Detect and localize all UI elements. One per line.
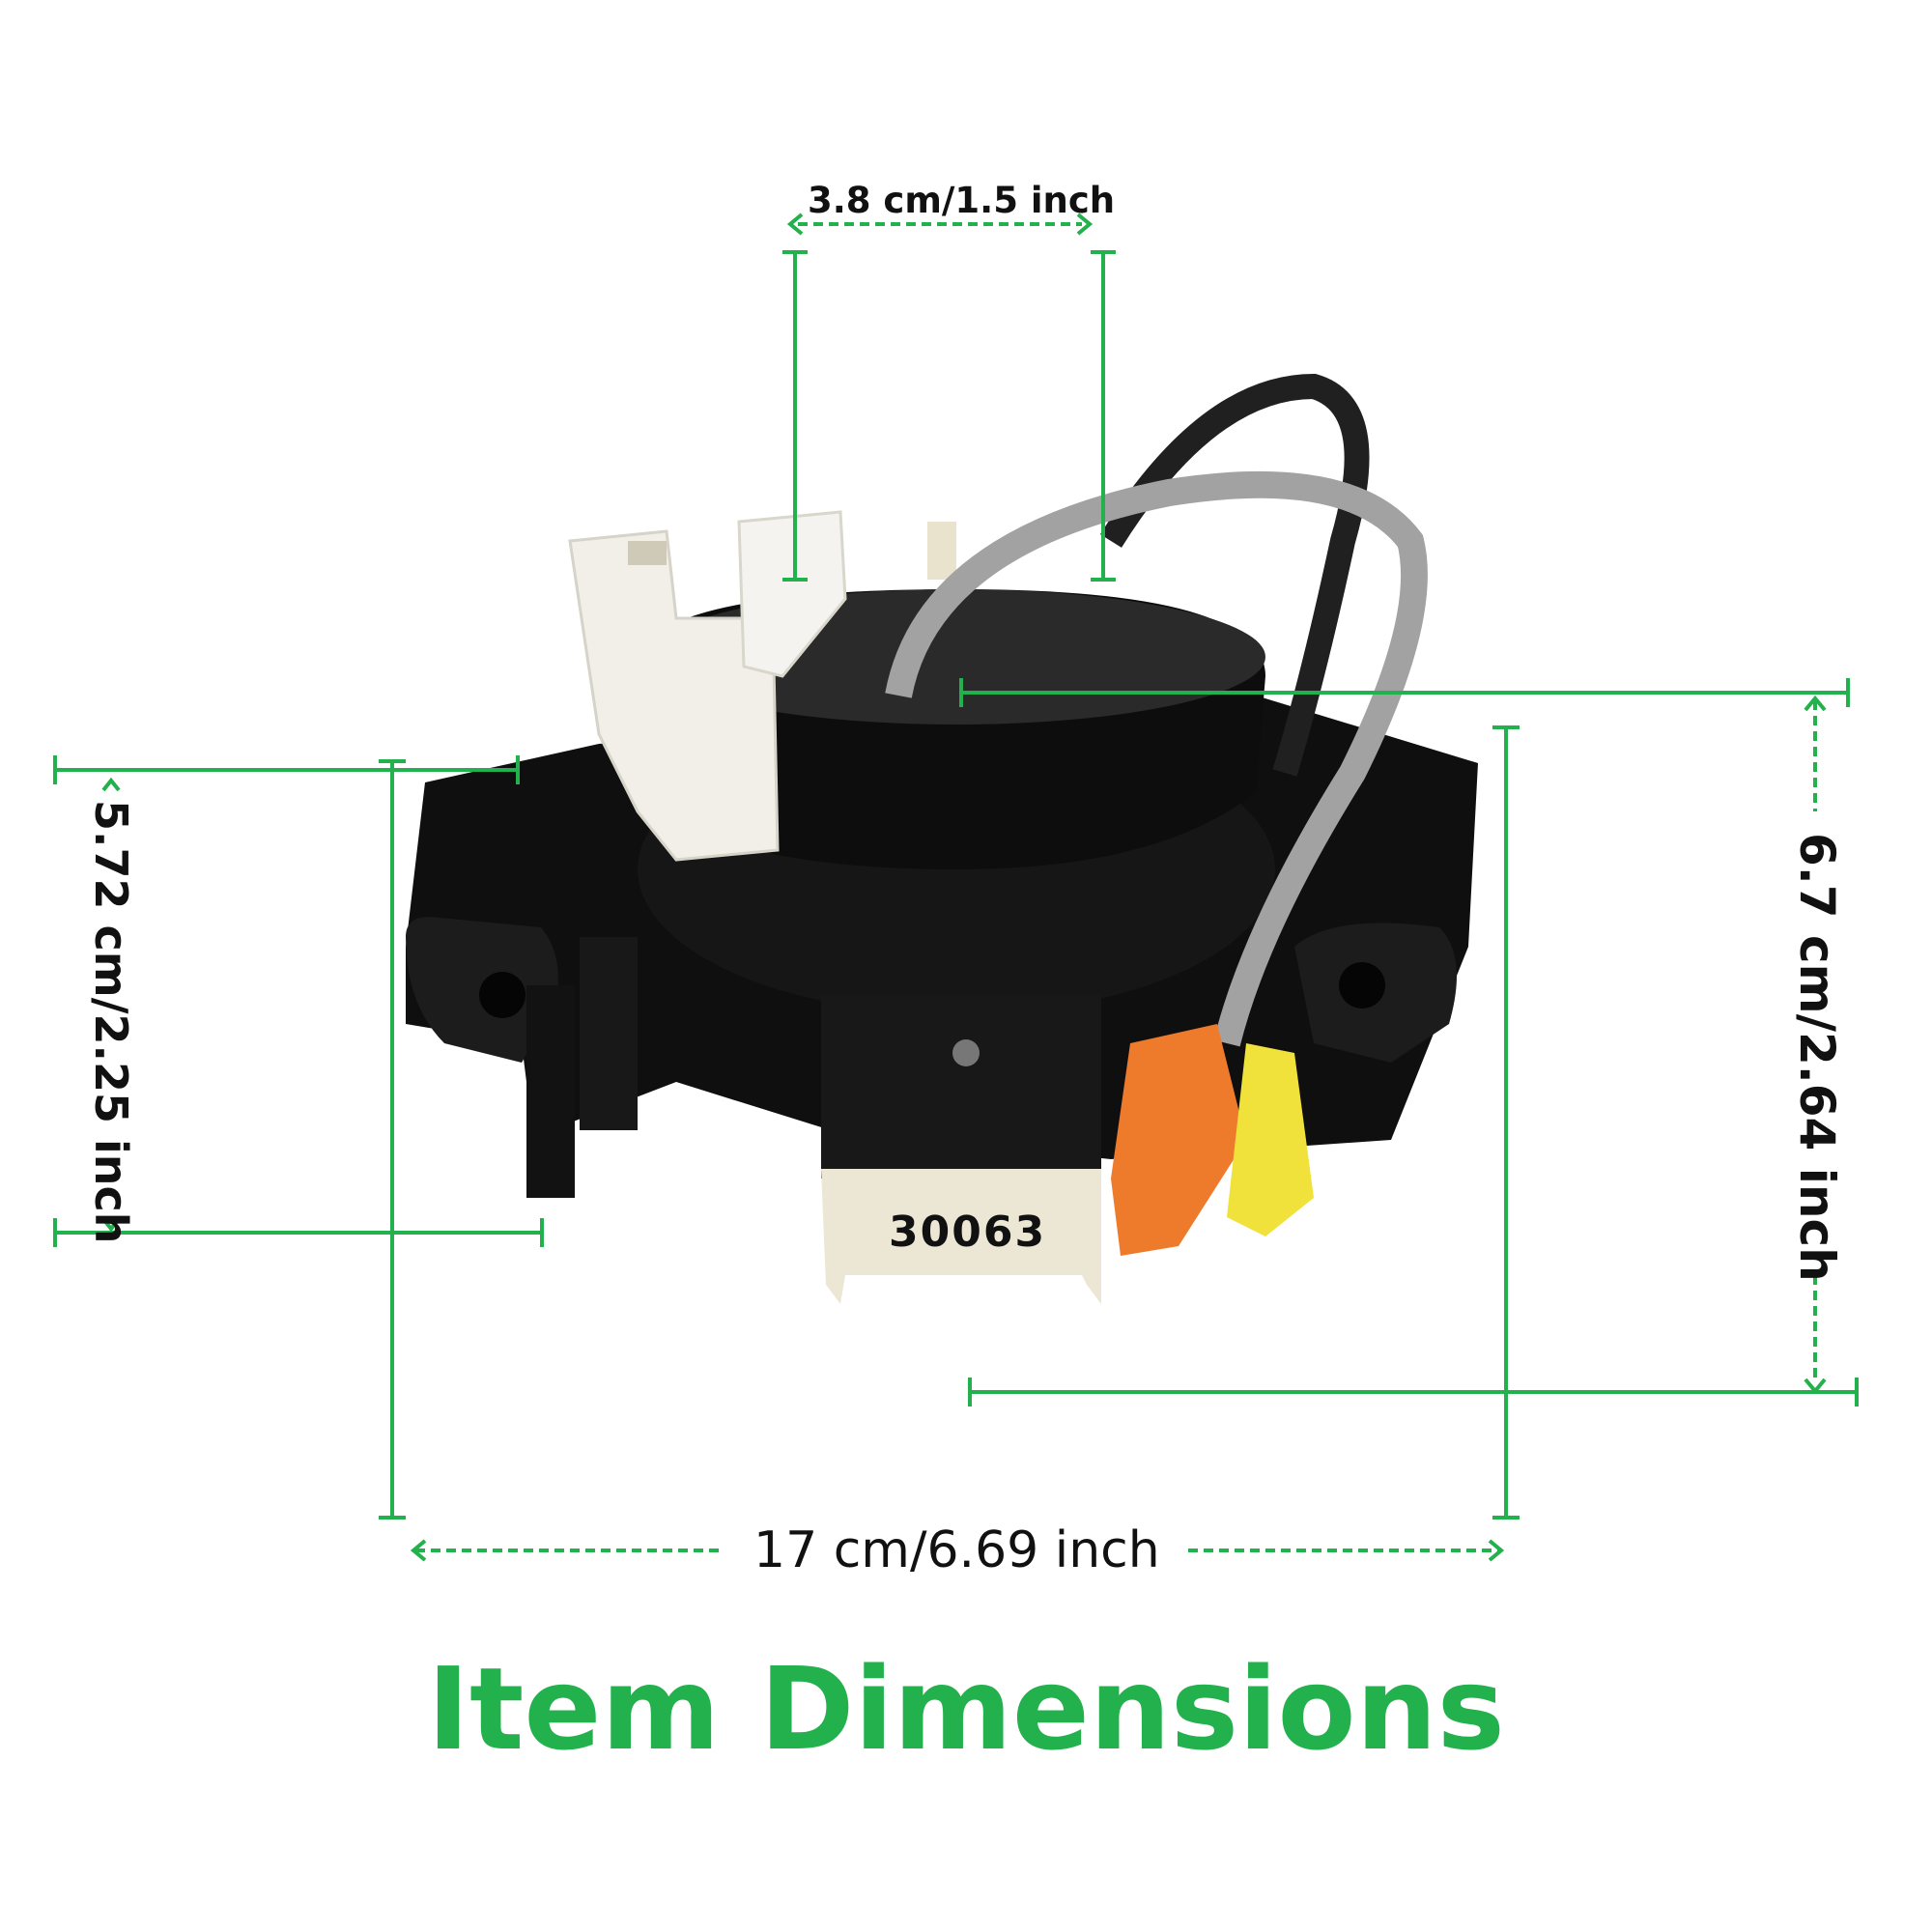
left-height-label: 5.72 cm/2.25 inch: [85, 800, 137, 1244]
right-dimension-lines: [959, 678, 1859, 1520]
clock-spring-product: [406, 373, 1478, 1304]
bottom-dimension-arrow: [410, 1539, 1505, 1562]
left-dimension-lines: [53, 755, 544, 1520]
product-label-code: 30063: [889, 1208, 1047, 1257]
dimension-lines: [53, 213, 1859, 1562]
top-dimension-arrow: [782, 213, 1116, 582]
total-width-label: 17 cm/6.69 inch: [753, 1521, 1160, 1579]
right-height-label: 6.7 cm/2.64 inch: [1789, 833, 1845, 1282]
top-width-label: 3.8 cm/1.5 inch: [808, 180, 1116, 221]
page-title: Item Dimensions: [427, 1642, 1505, 1776]
